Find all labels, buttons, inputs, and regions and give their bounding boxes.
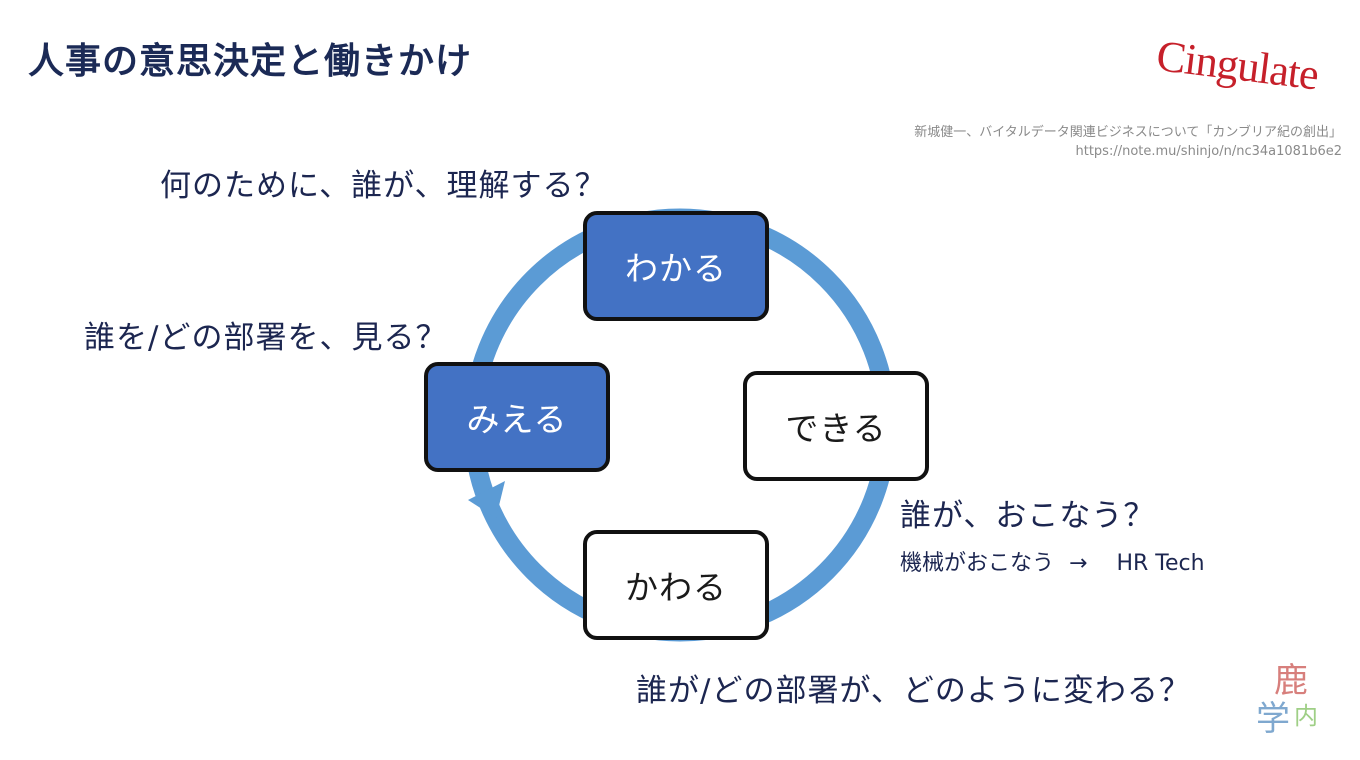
question-do: 誰が、おこなう？ — [900, 498, 1156, 534]
stage-dekiru: できる — [743, 371, 929, 481]
logo-char-2: 学 — [1256, 699, 1290, 739]
hr-tech-note: 機械がおこなう → HR Tech — [900, 545, 1205, 577]
corner-logo: 鹿 学 内 — [1256, 664, 1340, 744]
logo-char-3: 内 — [1294, 702, 1318, 730]
question-change: 誰が/どの部署が、どのように変わる？ — [636, 673, 1191, 709]
note-text: 機械がおこなう — [900, 551, 1055, 576]
slide-title: 人事の意思決定と働きかけ — [28, 41, 473, 82]
note-target: HR Tech — [1116, 551, 1205, 576]
cycle-arrowhead — [468, 481, 505, 518]
question-purpose: 何のために、誰が、理解する？ — [160, 168, 607, 204]
logo-char-1: 鹿 — [1274, 661, 1308, 701]
stage-wakaru: わかる — [583, 211, 769, 321]
citation-url: https://note.mu/shinjo/n/nc34a1081b6e2 — [1075, 144, 1343, 159]
stage-kawaru: かわる — [583, 530, 769, 640]
stage-mieru: みえる — [424, 362, 610, 472]
citation-text: 新城健一、バイタルデータ関連ビジネスについて「カンブリア紀の創出」 — [914, 125, 1342, 140]
right-arrow-icon: → — [1069, 551, 1088, 576]
question-see: 誰を/どの部署を、見る？ — [84, 320, 448, 356]
